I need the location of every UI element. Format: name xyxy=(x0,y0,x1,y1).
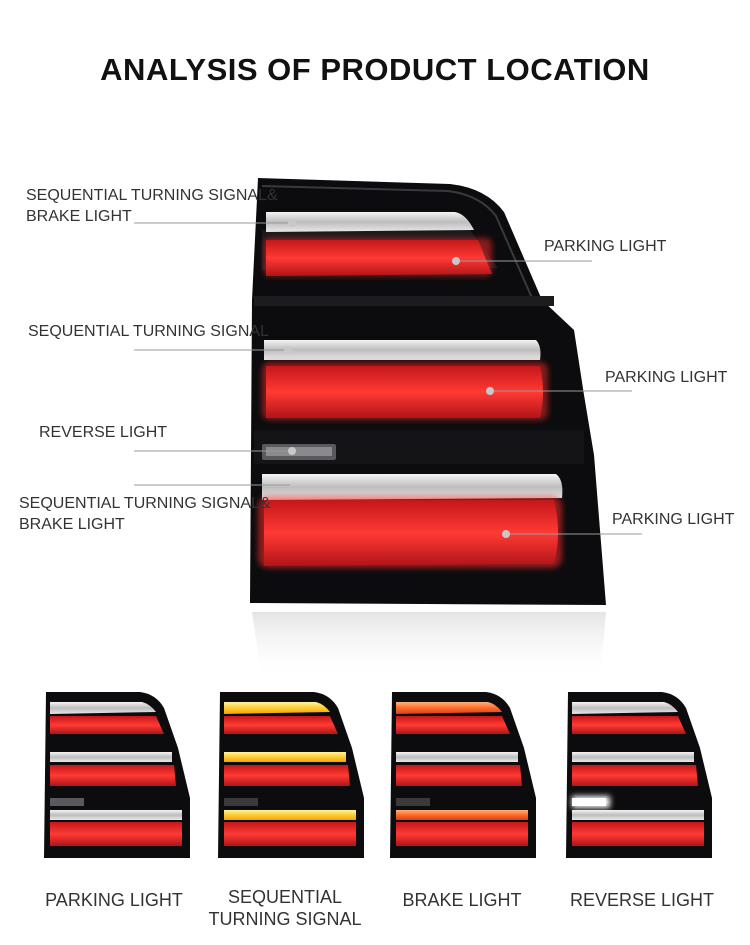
page-title: ANALYSIS OF PRODUCT LOCATION xyxy=(100,52,650,87)
callout-label-turn-brake-bottom: SEQUENTIAL TURNING SIGNAL& BRAKE LIGHT xyxy=(19,495,271,533)
callout-label-turn-signal: SEQUENTIAL TURNING SIGNAL xyxy=(28,323,269,340)
middle-clear-strip xyxy=(264,340,541,360)
top-red-bar xyxy=(266,240,492,276)
bottom-clear-strip xyxy=(262,474,563,500)
bottom-red-bar xyxy=(264,500,558,566)
callout-label-reverse: REVERSE LIGHT xyxy=(39,424,168,441)
caption-brake-light: BRAKE LIGHT xyxy=(402,890,522,910)
callout-lines xyxy=(134,222,642,535)
variant-lamp-brake xyxy=(390,692,536,858)
callout-label-parking-bottom: PARKING LIGHT xyxy=(612,511,735,528)
callout-label-parking-middle: PARKING LIGHT xyxy=(605,369,728,386)
variant-lamp-parking xyxy=(44,692,190,858)
main-tail-light xyxy=(250,178,606,680)
caption-parking-light: PARKING LIGHT xyxy=(45,890,183,910)
top-clear-strip xyxy=(266,212,474,232)
caption-sequential-turning-signal: SEQUENTIAL TURNING SIGNAL xyxy=(208,887,362,929)
callout-dots xyxy=(284,219,510,538)
callout-label-turn-brake-top: SEQUENTIAL TURNING SIGNAL& BRAKE LIGHT xyxy=(26,187,278,225)
callout-label-parking-top: PARKING LIGHT xyxy=(544,238,667,255)
caption-reverse-light: REVERSE LIGHT xyxy=(569,890,715,910)
variant-lamp-turn xyxy=(218,692,364,858)
middle-red-bar xyxy=(266,366,543,418)
variant-lamp-reverse xyxy=(566,692,712,858)
